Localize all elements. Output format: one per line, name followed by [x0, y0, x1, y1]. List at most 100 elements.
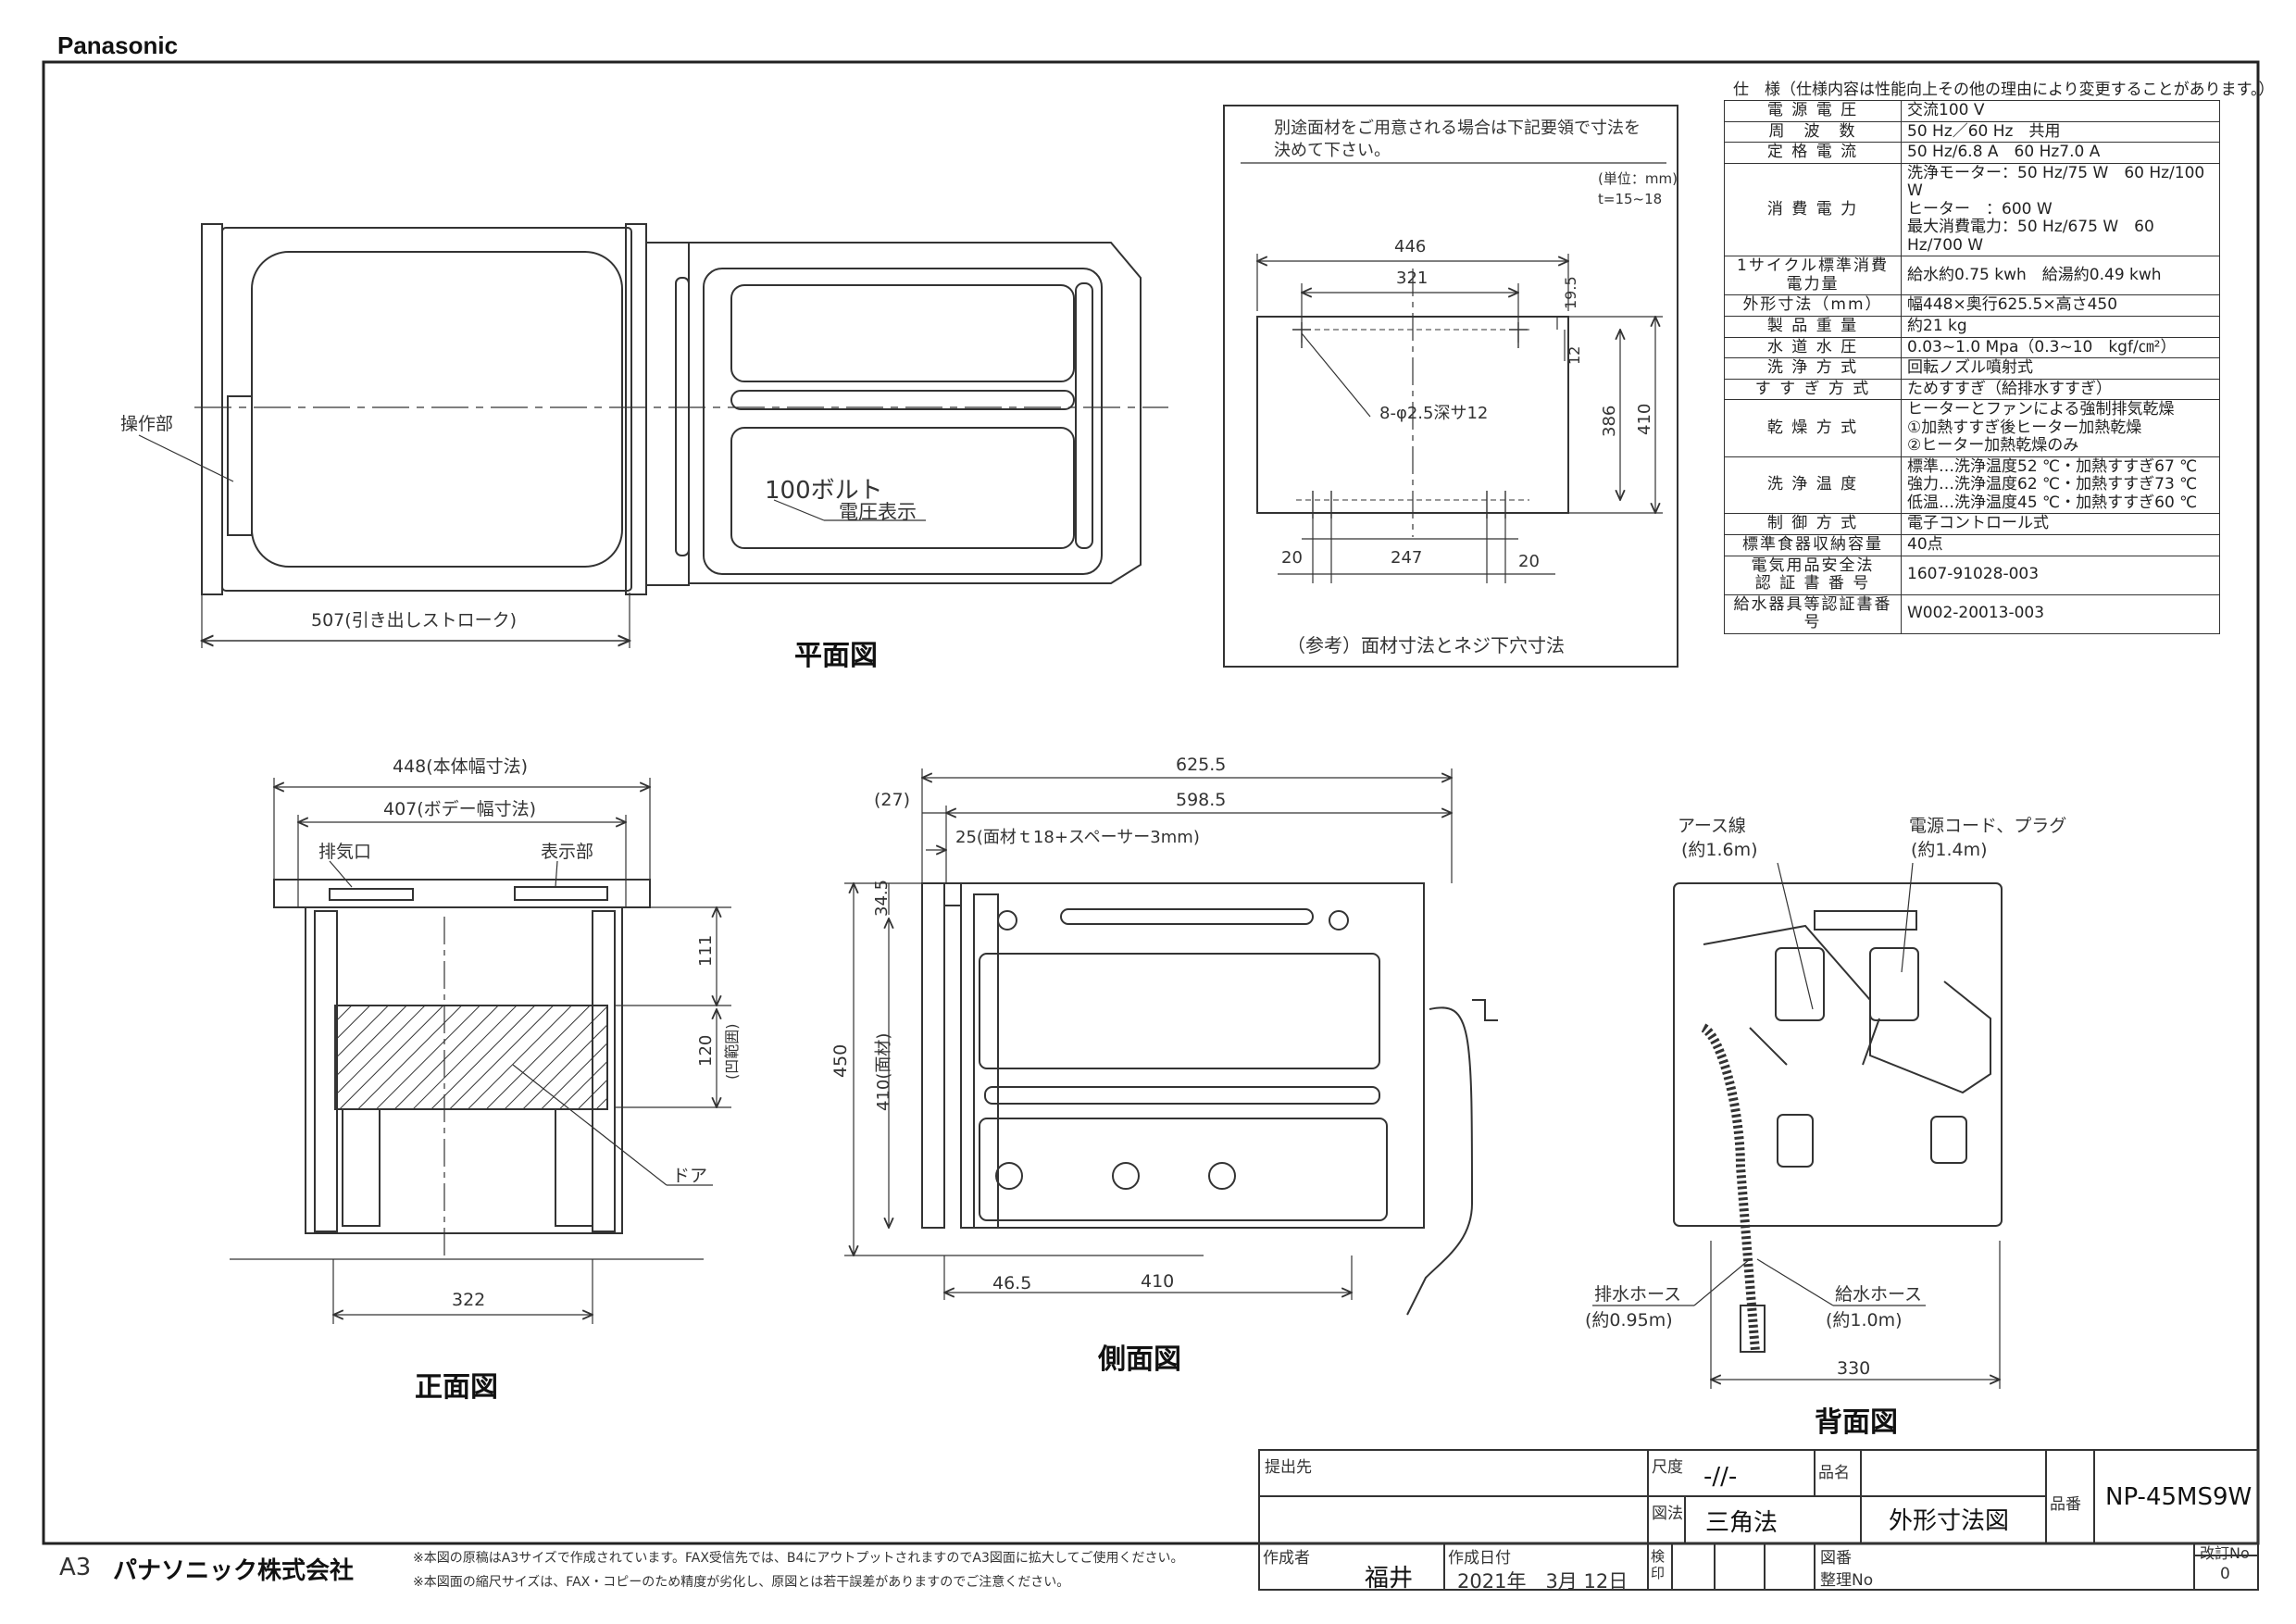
panel-dim-410: 410: [1635, 404, 1654, 435]
side-dim-34-5: 34.5: [872, 880, 892, 917]
tb-dwg-no-label: 図番: [1820, 1549, 1852, 1568]
front-dim-407: 407(ボデー幅寸法): [383, 799, 536, 819]
tb-projection-value: 三角法: [1705, 1509, 1778, 1537]
panel-reference: [1223, 105, 1678, 668]
plan-view: [138, 223, 1168, 648]
spec-key: 電 源 電 圧: [1724, 100, 1902, 122]
spec-key: 周 波 数: [1724, 120, 1902, 144]
spec-row: 洗 浄 温 度標準…洗浄温度52 ℃・加熱すすぎ67 ℃ 強力…洗浄温度62 ℃…: [1724, 456, 2220, 515]
panel-dim-446: 446: [1394, 237, 1426, 256]
plan-voltage-text: 100ボルト: [765, 477, 883, 505]
spec-row: 乾 燥 方 式ヒーターとファンによる強制排気乾燥 ①加熱すすぎ後ヒーター加熱乾燥…: [1724, 399, 2220, 457]
spec-key: 給水器具等認証書番号: [1724, 593, 1902, 634]
front-recess-label: (凹範囲): [723, 1024, 741, 1081]
spec-key: 電気用品安全法 認 証 書 番 号: [1724, 555, 1902, 595]
tb-model-label: 品番: [2050, 1495, 2081, 1514]
tb-name-label: 品名: [1818, 1464, 1850, 1482]
front-door-label: ドア: [672, 1166, 707, 1186]
tb-model-value: NP-45MS9W: [2105, 1483, 2252, 1511]
front-display-label: 表示部: [541, 842, 593, 862]
front-view-title: 正面図: [415, 1371, 498, 1404]
front-dim-448: 448(本体幅寸法): [393, 756, 528, 777]
spec-row: 製 品 重 量約21 kg: [1724, 316, 2220, 338]
panel-dim-386: 386: [1600, 406, 1619, 437]
spec-key: 定 格 電 流: [1724, 142, 1902, 164]
tb-author-value: 福井: [1365, 1565, 1414, 1593]
plan-operation-label: 操作部: [120, 414, 173, 434]
title-block-lines: [1258, 1449, 2259, 1591]
plan-door-panel: [201, 223, 223, 595]
spec-row: 外形寸法（mm）幅448×奥行625.5×高さ450: [1724, 294, 2220, 318]
panel-dim-19-5: 19.5: [1562, 276, 1579, 309]
back-view: [1592, 862, 2003, 1389]
spec-value: 標準…洗浄温度52 ℃・加熱すすぎ67 ℃ 強力…洗浄温度62 ℃・加熱すすぎ7…: [1901, 456, 2220, 515]
side-dim-450: 450: [830, 1044, 851, 1078]
spec-value: 回転ノズル噴射式: [1901, 357, 2220, 380]
panel-dim-20-right: 20: [1518, 552, 1540, 571]
tb-submit-to: 提出先: [1265, 1458, 1312, 1477]
back-earth-len: (約1.6m): [1681, 840, 1758, 860]
spec-value: 約21 kg: [1901, 316, 2220, 338]
panel-unit: (単位：mm): [1598, 170, 1678, 187]
footer-note2: ※本図面の縮尺サイズは、FAX・コピーのため精度が劣化し、原図とは若干誤差があり…: [413, 1575, 1070, 1590]
side-view-title: 側面図: [1097, 1343, 1181, 1376]
spec-key: 1サイクル標準消費電力量: [1724, 256, 1902, 296]
back-supply-label: 給水ホース: [1835, 1284, 1922, 1305]
spec-key: 外形寸法（mm）: [1724, 294, 1902, 318]
tb-date-value: 2021年 3月 12日: [1457, 1570, 1628, 1593]
side-dim-598-5: 598.5: [1176, 790, 1226, 810]
side-view: [844, 768, 1498, 1316]
side-dim-410-panel: 410(面材): [874, 1033, 893, 1111]
spec-value: 50 Hz／60 Hz 共用: [1901, 120, 2220, 144]
spec-value: 0.03~1.0 Mpa（0.3~10 kgf/㎝²）: [1901, 336, 2220, 359]
side-dim-27: (27): [874, 790, 910, 810]
tb-check-label: 検印: [1651, 1548, 1666, 1581]
tb-projection-label: 図法: [1652, 1505, 1683, 1523]
panel-note-line1: 別途面材をご用意される場合は下記要領で寸法を: [1274, 119, 1641, 138]
tb-ref-no-label: 整理No: [1820, 1571, 1874, 1590]
front-dim-120: 120: [696, 1035, 716, 1067]
back-supply-len: (約1.0m): [1826, 1310, 1903, 1330]
back-cord-len: (約1.4m): [1911, 840, 1988, 860]
panel-dim-321: 321: [1396, 269, 1428, 288]
spec-value: ヒーターとファンによる強制排気乾燥 ①加熱すすぎ後ヒーター加熱乾燥 ②ヒーター加…: [1901, 399, 2220, 457]
spec-row: 洗 浄 方 式回転ノズル噴射式: [1724, 357, 2220, 380]
spec-key: 消 費 電 力: [1724, 162, 1902, 257]
panel-dim-12: 12: [1566, 346, 1583, 365]
spec-key: 水 道 水 圧: [1724, 336, 1902, 359]
side-dim-625-5: 625.5: [1176, 755, 1226, 775]
spec-row: 電 源 電 圧交流100 V: [1724, 100, 2220, 122]
tb-scale-value: -//-: [1703, 1463, 1738, 1491]
tb-author-label: 作成者: [1263, 1549, 1310, 1568]
spec-key: す す ぎ 方 式: [1724, 378, 1902, 401]
panel-thickness: t=15~18: [1598, 191, 1662, 207]
tb-scale-label: 尺度: [1652, 1458, 1683, 1477]
footer-paper: A3: [59, 1554, 92, 1581]
spec-value: 給水約0.75 kwh 給湯約0.49 kwh: [1901, 256, 2220, 296]
tb-rev-value: 0: [2220, 1565, 2230, 1583]
spec-key: 製 品 重 量: [1724, 316, 1902, 338]
sheet-border: [42, 60, 2260, 1545]
back-dim-330: 330: [1837, 1358, 1870, 1379]
plan-voltage-label: 電圧表示: [839, 501, 917, 523]
tb-drawing-name: 外形寸法図: [1889, 1507, 2010, 1535]
front-view: [230, 778, 731, 1324]
spec-value: W002-20013-003: [1901, 593, 2220, 634]
spec-key: 標準食器収納容量: [1724, 534, 1902, 556]
spec-key: 洗 浄 温 度: [1724, 456, 1902, 515]
spec-row: す す ぎ 方 式ためすすぎ（給排水すすぎ）: [1724, 378, 2220, 401]
spec-title: 仕 様（仕様内容は性能向上その他の理由により変更することがあります。）: [1733, 81, 2275, 99]
front-dim-322: 322: [452, 1290, 485, 1310]
back-drain-label: 排水ホース: [1594, 1284, 1681, 1305]
tb-date-label: 作成日付: [1448, 1549, 1511, 1568]
panel-hole-label: 8-φ2.5深サ12: [1379, 404, 1488, 423]
spec-key: 制 御 方 式: [1724, 513, 1902, 536]
side-dim-410: 410: [1141, 1271, 1174, 1292]
spec-value: 50 Hz/6.8 A 60 Hz7.0 A: [1901, 142, 2220, 164]
